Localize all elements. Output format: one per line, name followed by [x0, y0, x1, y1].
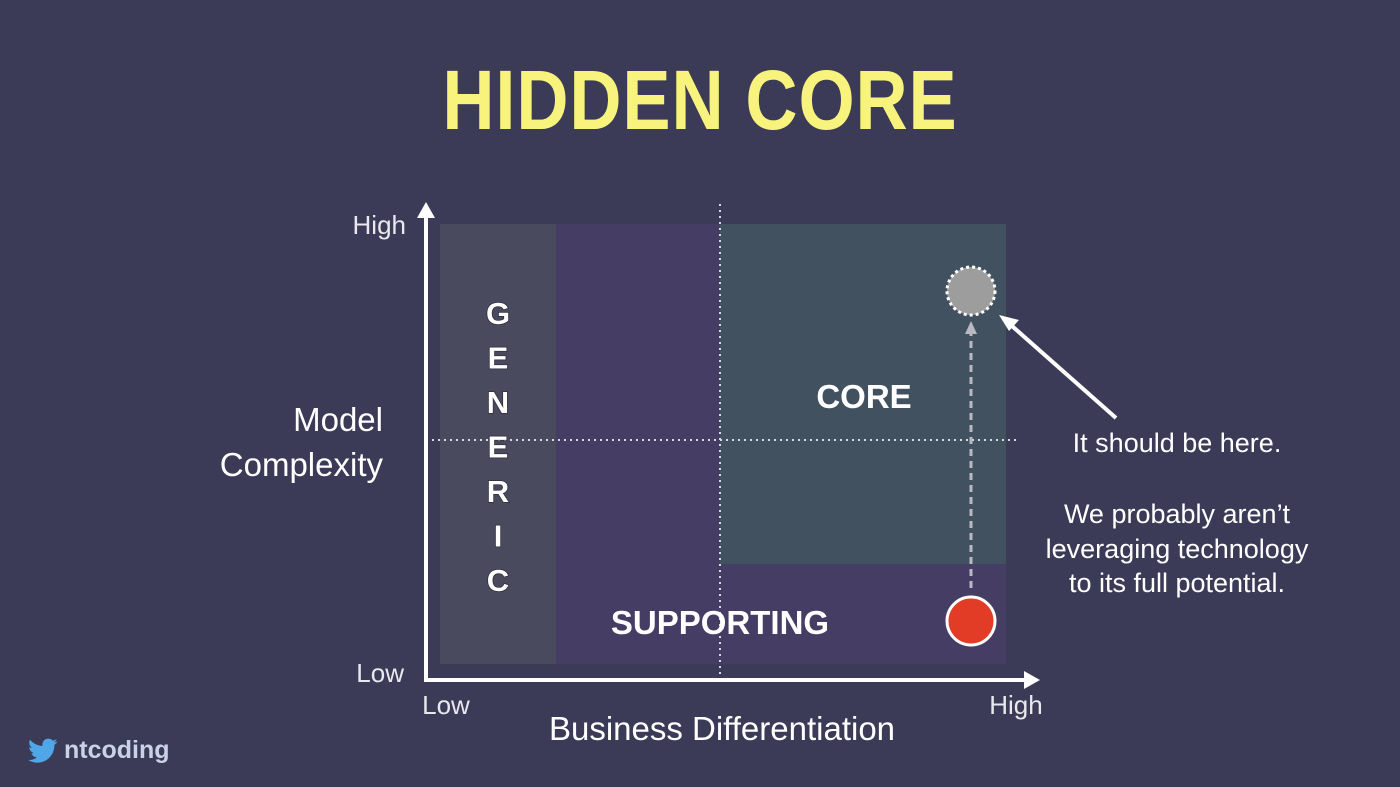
y-axis-title-line1: Model — [293, 401, 383, 438]
twitter-handle: ntcoding — [64, 736, 170, 764]
x-axis-title: Business Differentiation — [549, 710, 895, 747]
generic-label-letter: E — [488, 430, 509, 465]
pointer-arrowhead — [999, 315, 1019, 331]
pointer-arrow — [1010, 324, 1118, 420]
y-axis-low-label: Low — [356, 658, 404, 688]
core-label: CORE — [816, 378, 911, 415]
generic-label-letter: N — [487, 385, 509, 420]
generic-label-letter: E — [488, 341, 509, 376]
generic-label-letter: G — [486, 296, 510, 331]
generic-label-letter: C — [487, 563, 509, 598]
migration-arrowhead — [965, 321, 977, 334]
generic-label-letter: I — [494, 519, 503, 554]
annotation-line-4: to its full potential. — [1069, 568, 1285, 598]
twitter-bird-icon — [28, 738, 58, 763]
y-axis-arrowhead — [417, 202, 435, 218]
annotation-line-1: It should be here. — [1073, 428, 1282, 458]
generic-region — [440, 224, 556, 664]
annotation-line-3: leveraging technology — [1046, 534, 1309, 564]
annotation-line-2: We probably aren’t — [1064, 499, 1291, 529]
footer-twitter-handle[interactable]: ntcoding — [28, 736, 170, 765]
generic-label-letter: R — [487, 474, 509, 509]
y-axis-high-label: High — [353, 210, 406, 240]
x-axis-low-label: Low — [422, 690, 470, 720]
x-axis-high-label: High — [989, 690, 1042, 720]
x-axis-arrowhead — [1024, 671, 1040, 689]
slide-title: HIDDEN CORE — [442, 53, 958, 147]
current-position-marker — [945, 595, 997, 647]
y-axis-title-line2: Complexity — [220, 446, 384, 483]
supporting-label: SUPPORTING — [611, 604, 829, 641]
target-position-marker — [945, 265, 997, 317]
